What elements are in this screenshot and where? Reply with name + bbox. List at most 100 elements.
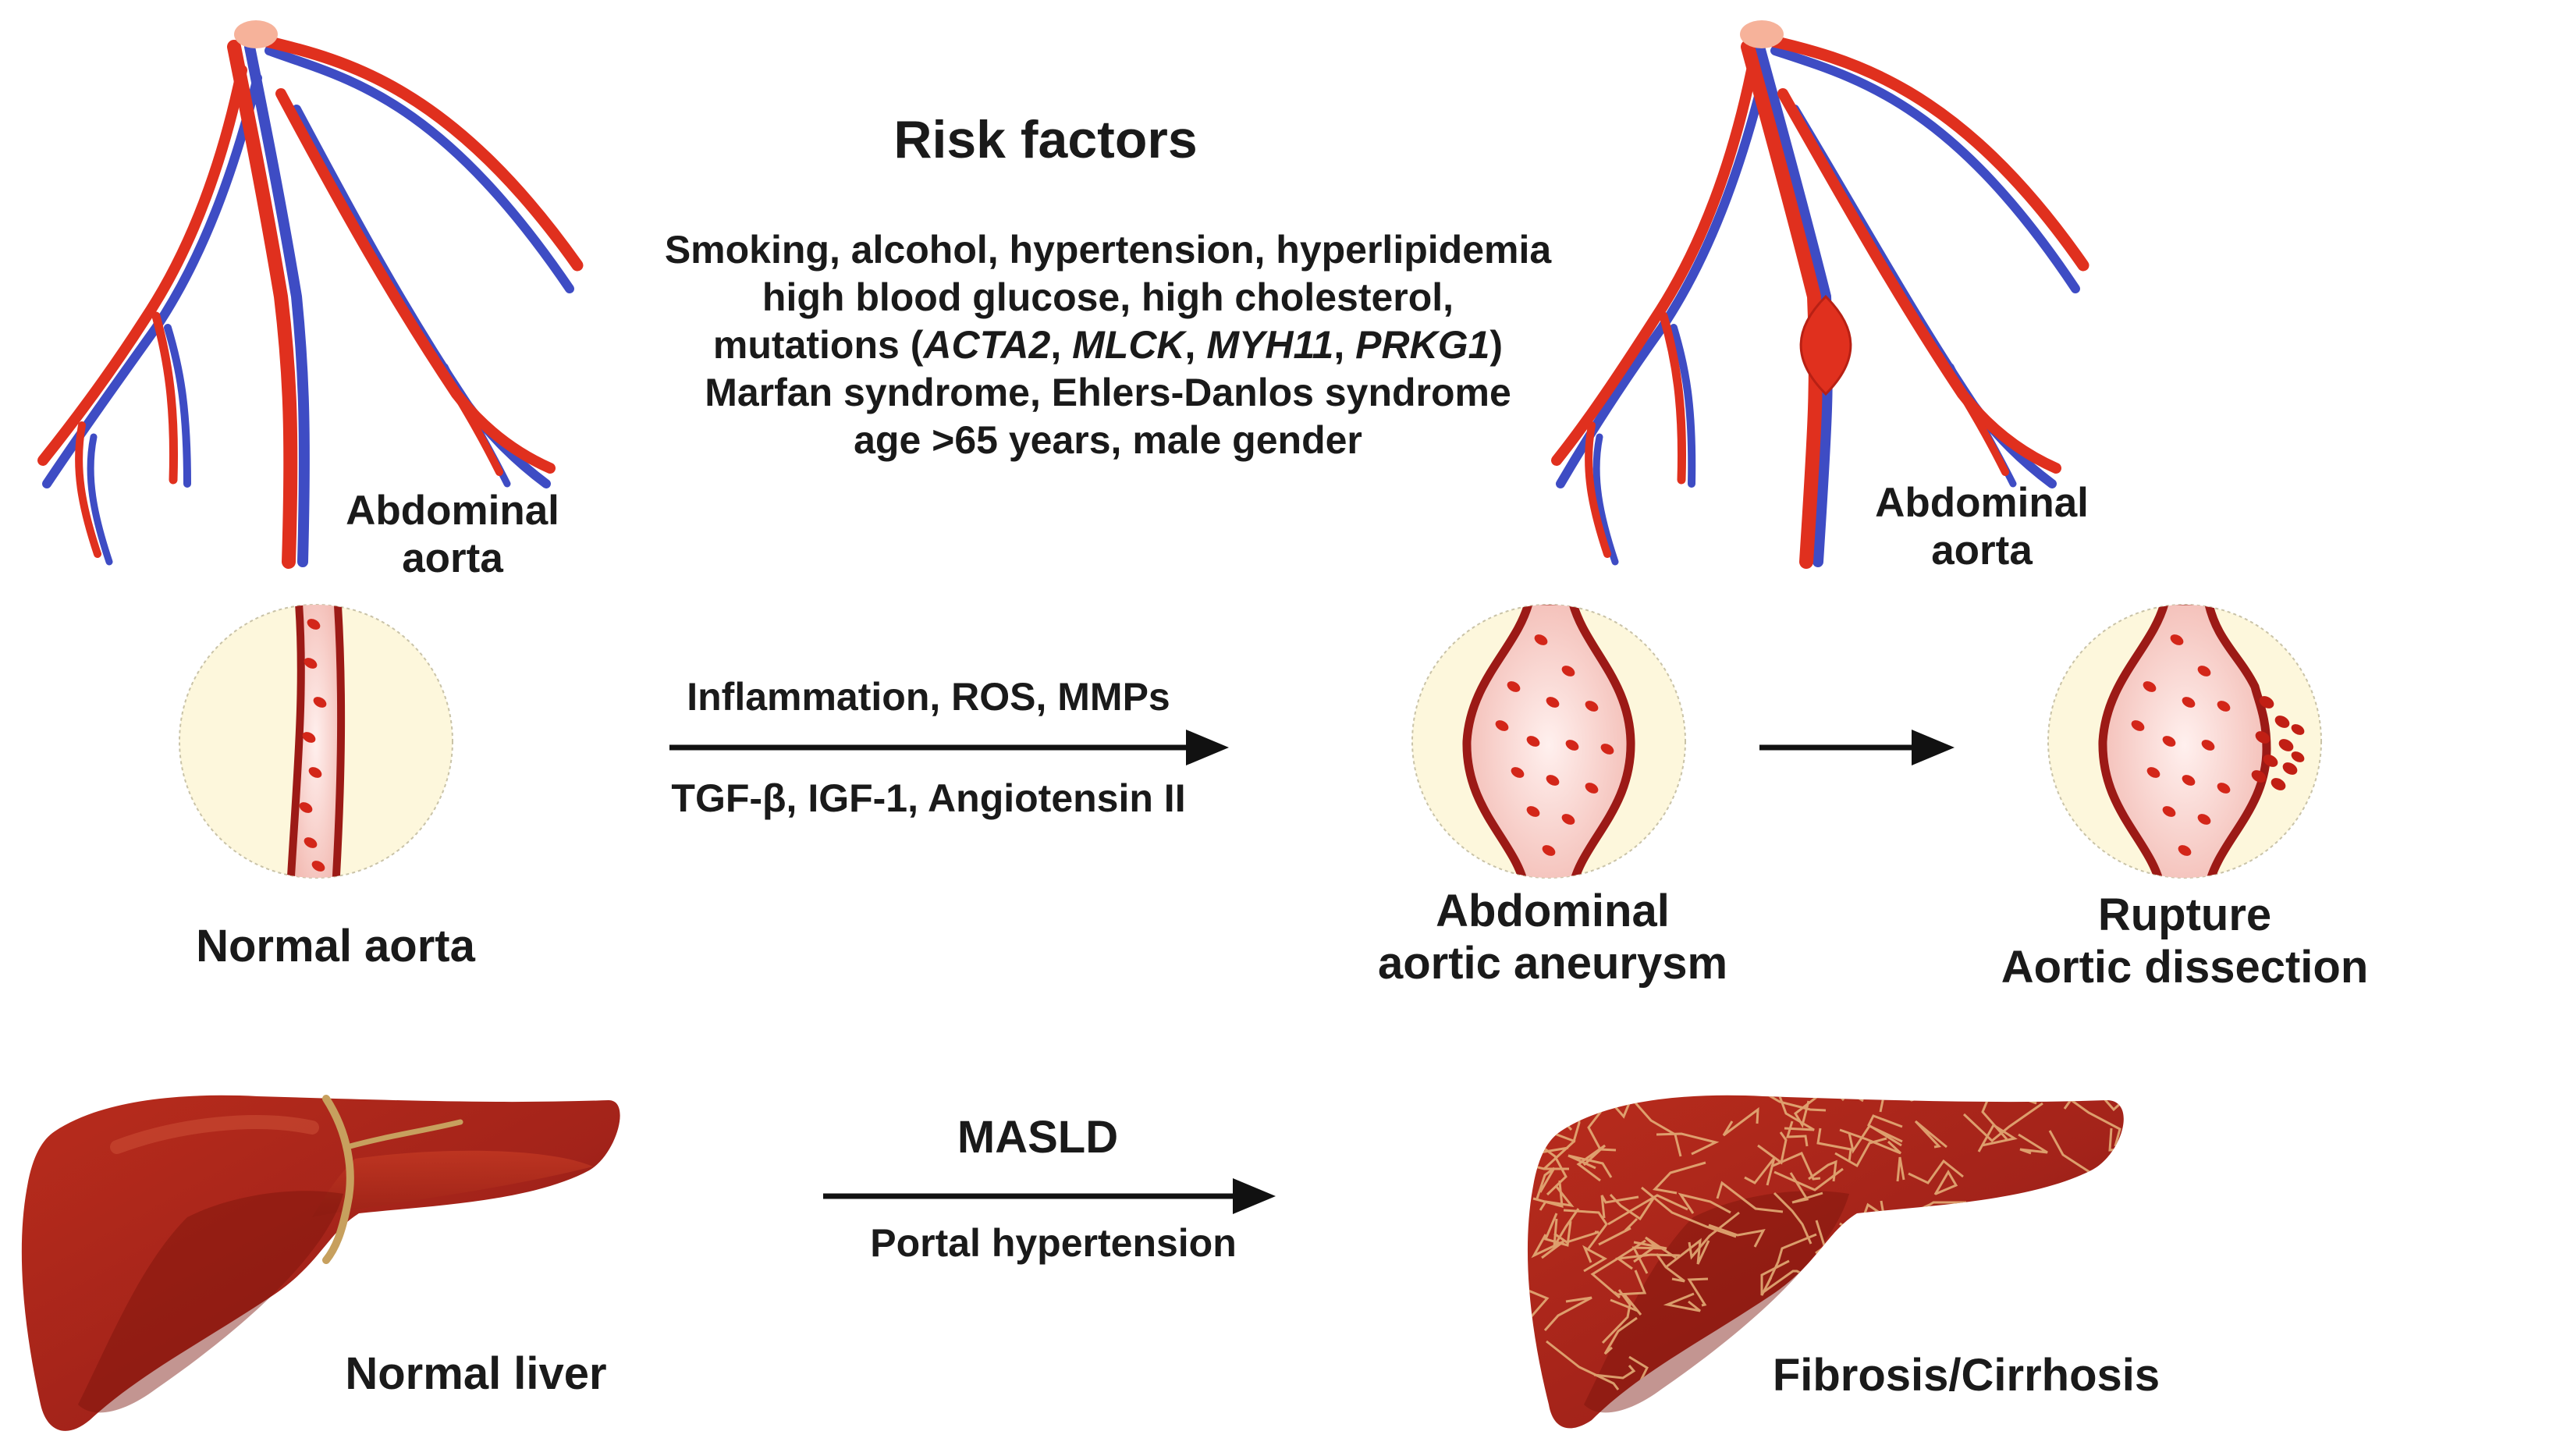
blood-cell [1495,720,1509,731]
vein-right-upper [265,46,574,293]
fibrosis-strand [2004,1095,2037,1105]
arrow-aorta [669,730,1229,765]
fibrosis-strand [1553,1208,1580,1247]
aneurysm-bulge [1799,294,1852,396]
fibrosis-strand [1655,1253,1685,1283]
fibrosis-strand [1600,1195,1639,1219]
fibrosis-strand [1708,1223,1766,1248]
fibrosis-strand [1692,1411,1717,1429]
blood-cell [2251,770,2267,783]
aneurysm-label: Abdominal aortic aneurysm [1377,886,1728,989]
fibrosis-strand [1933,1170,1958,1195]
fibrosis-strand [1972,1256,2008,1285]
portal-hypertension-label: Portal hypertension [870,1221,1237,1265]
blood-cell [2197,814,2211,825]
blood-cell [1600,744,1614,755]
fibrosis-strand [1789,1172,1823,1204]
blood-cell [2217,701,2231,712]
normal-aorta-label: Normal aorta [196,921,475,971]
blood-cell [2146,767,2160,778]
fibrosis-strand [1977,1123,2018,1152]
fibrosis-strand [1678,1192,1731,1214]
fibrosis-strand [1950,1260,1981,1318]
fibrosis-strand [1867,1114,1903,1147]
blood-cell [2291,724,2305,735]
blood-cell [2170,634,2184,645]
fibrosis-strand [1842,1269,1884,1319]
fibrosis-strand [1710,1371,1742,1397]
blood-cell [2291,751,2305,762]
fibrosis-strand [1527,1134,1569,1170]
fibrosis-strand [1744,1157,1776,1186]
fibrosis-strand [1848,1124,1903,1154]
fibrosis-strand [1649,1391,1706,1429]
artery-trunk [1741,40,1823,569]
blood-cell [1511,767,1525,778]
left-abdominal-aorta-label: Abdominal aorta [346,488,559,581]
blood-cell [1507,681,1521,692]
fibrosis-strand [2108,1128,2124,1169]
artery-right-lower [1935,351,2009,476]
blood-cell [311,861,325,872]
artery-trunk [227,40,298,569]
fibrosis-strand [1770,1152,1821,1181]
right-vessel-tree [1551,20,2089,569]
blood-cell [302,732,316,743]
fibrosis-strand [1625,1095,1682,1157]
vessel-top-cap [1740,20,1784,48]
fibrosis-strand [1582,1245,1608,1273]
fibrosis-strand [1816,1128,1852,1163]
fibrosis-strand [1539,1186,1575,1211]
risk-line-3: mutations (ACTA2, MLCK, MYH11, PRKG1) [712,323,1504,367]
blood-cell [1526,736,1540,747]
fibrosis-strand [1839,1128,1902,1155]
normal-liver-label: Normal liver [345,1348,607,1399]
masld-label: MASLD [957,1112,1119,1163]
fibrosis-strand [2008,1095,2076,1099]
fibrosis-strand [1590,1239,1646,1299]
gene-acta2: ACTA2 [923,323,1051,367]
artery-right-upper [1757,33,2089,272]
blood-cell [308,767,322,778]
risk-factors-list: Smoking, alcohol, hypertension, hyperlip… [577,226,1639,464]
fibrosis-strand [2063,1095,2121,1147]
fibrosis-strand [1851,1287,1895,1321]
blood-cell [307,619,321,630]
artery-left-lower [151,311,179,485]
artery-right-lower [429,351,503,476]
fibrosis-strand [1858,1202,1898,1252]
vein-far-left [1592,433,1619,566]
fibrosis-strand [1839,1222,1884,1271]
aorta-arrow-top-label: Inflammation, ROS, MMPs [687,675,1170,719]
fibrosis-strand [1837,1280,1865,1298]
fibrosis-strand [2046,1231,2097,1267]
blood-cell [2197,666,2211,677]
blood-cell [1585,701,1599,712]
blood-cell [2271,778,2286,790]
blood-cell [1542,845,1556,856]
gene-mlck: MLCK [1072,323,1185,367]
fibrosis-strand [1598,1217,1639,1246]
fibrosis-strand [1652,1161,1706,1195]
fibrosis-strand [2080,1248,2124,1271]
fibrosis-strand [1597,1095,1629,1106]
vein-trunk [244,41,310,567]
fibrosis-strand [1656,1132,1720,1156]
blood-cell [1534,634,1548,645]
fibrosis-strand [1914,1120,1947,1149]
blood-cell [2162,806,2176,817]
fibrosis-strand [1665,1238,1710,1269]
rupture-label: Rupture Aortic dissection [2001,890,2369,993]
fibrosis-strand [1797,1300,1829,1333]
fibrosis-strand [2052,1322,2082,1352]
fibrosis-strand [2102,1168,2124,1207]
fibrosis-strand [1962,1102,2043,1142]
fibrosis-strand [1896,1156,1905,1182]
blood-cell [2217,783,2231,794]
blood-cell [2143,681,2157,692]
fibrosis-strand [1722,1106,1759,1137]
blood-cell [2274,716,2290,728]
fibrosis-strand [1641,1186,1737,1238]
artery-right-mid [275,88,556,474]
